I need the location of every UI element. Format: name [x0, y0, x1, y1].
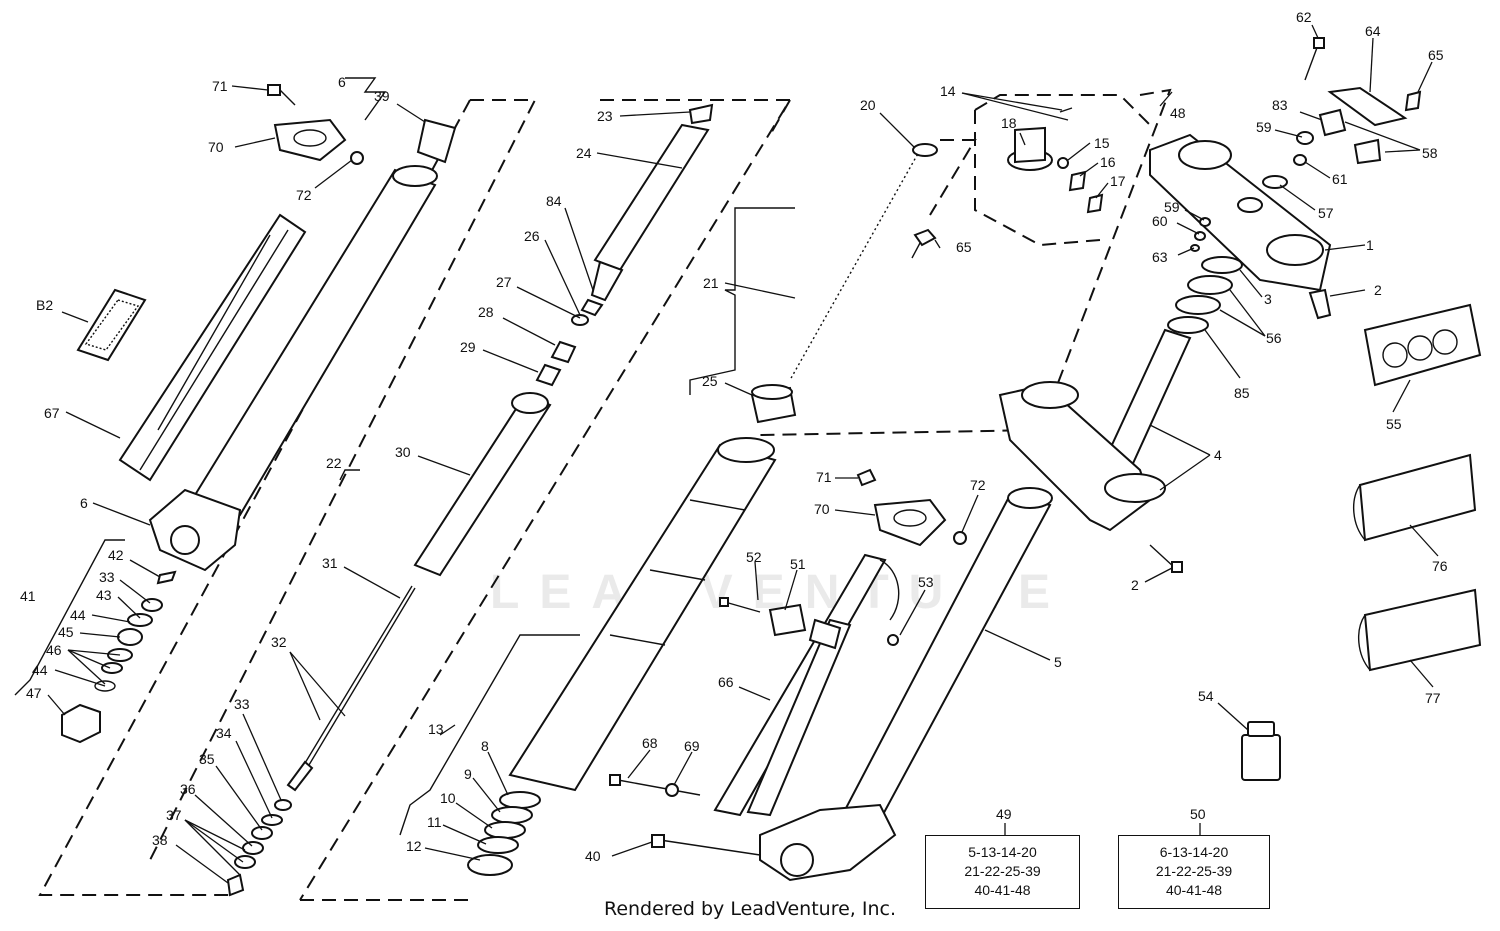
label-6a: 6: [338, 74, 346, 90]
label-85: 85: [1234, 385, 1250, 401]
kit-50-line-2: 21-22-25-39: [1155, 863, 1233, 879]
label-16: 16: [1100, 154, 1116, 170]
label-33b: 33: [234, 696, 250, 712]
label-38: 38: [152, 832, 168, 848]
label-6b: 6: [80, 495, 88, 511]
label-71b: 71: [816, 469, 832, 485]
label-49: 49: [996, 806, 1012, 822]
kit-50-line-3: 40-41-48: [1165, 882, 1223, 898]
label-5: 5: [1054, 654, 1062, 670]
label-53: 53: [918, 574, 934, 590]
label-57: 57: [1318, 205, 1334, 221]
label-59a: 59: [1256, 119, 1272, 135]
label-43: 43: [96, 587, 112, 603]
label-1: 1: [1366, 237, 1374, 253]
label-54: 54: [1198, 688, 1214, 704]
label-40: 40: [585, 848, 601, 864]
label-18: 18: [1001, 115, 1017, 131]
label-67: 67: [44, 405, 60, 421]
label-31: 31: [322, 555, 338, 571]
label-26: 26: [524, 228, 540, 244]
label-33a: 33: [99, 569, 115, 585]
label-66: 66: [718, 674, 734, 690]
label-13: 13: [428, 721, 444, 737]
label-45: 45: [58, 624, 74, 640]
label-28: 28: [478, 304, 494, 320]
label-48: 48: [1170, 105, 1186, 121]
label-22: 22: [326, 455, 342, 471]
label-4: 4: [1214, 447, 1222, 463]
label-72b: 72: [970, 477, 986, 493]
label-42: 42: [108, 547, 124, 563]
label-37: 37: [166, 807, 182, 823]
label-35: 35: [199, 751, 215, 767]
kit-49-line-3: 40-41-48: [974, 882, 1031, 898]
label-56: 56: [1266, 330, 1282, 346]
label-9: 9: [464, 766, 472, 782]
label-11: 11: [427, 814, 442, 830]
label-23: 23: [597, 108, 613, 124]
label-17: 17: [1110, 173, 1126, 189]
label-77: 77: [1425, 690, 1441, 706]
label-15: 15: [1094, 135, 1110, 151]
label-27: 27: [496, 274, 512, 290]
label-14: 14: [940, 83, 956, 99]
label-29: 29: [460, 339, 476, 355]
kit-50-line-1: 6-13-14-20: [1159, 844, 1229, 860]
label-30: 30: [395, 444, 411, 460]
label-2a: 2: [1374, 282, 1382, 298]
label-65b: 65: [1428, 47, 1444, 63]
label-68: 68: [642, 735, 658, 751]
label-39: 39: [374, 88, 390, 104]
label-34: 34: [216, 725, 232, 741]
label-47: 47: [26, 685, 42, 701]
label-44b: 44: [32, 662, 48, 678]
label-2b: 2: [1131, 577, 1139, 593]
label-41: 41: [20, 588, 36, 604]
label-70a: 70: [208, 139, 224, 155]
kit-box-49: 5-13-14-20 21-22-25-39 40-41-48: [925, 835, 1080, 909]
label-50: 50: [1190, 806, 1206, 822]
kit-49-line-1: 5-13-14-20: [968, 844, 1037, 860]
label-10: 10: [440, 790, 456, 806]
label-62: 62: [1296, 9, 1312, 25]
label-52: 52: [746, 549, 762, 565]
kit-49-line-2: 21-22-25-39: [964, 863, 1041, 879]
label-84: 84: [546, 193, 562, 209]
label-58: 58: [1422, 145, 1438, 161]
label-46: 46: [46, 642, 62, 658]
label-20: 20: [860, 97, 876, 113]
label-61: 61: [1332, 171, 1348, 187]
label-8: 8: [481, 738, 489, 754]
label-71a: 71: [212, 78, 228, 94]
label-65a: 65: [956, 239, 972, 255]
label-70b: 70: [814, 501, 830, 517]
label-72a: 72: [296, 187, 312, 203]
label-69: 69: [684, 738, 700, 754]
label-24: 24: [576, 145, 592, 161]
label-25: 25: [702, 373, 718, 389]
label-B2: B2: [36, 297, 53, 313]
label-59b: 59: [1164, 199, 1180, 215]
label-44a: 44: [70, 607, 86, 623]
label-51: 51: [790, 556, 806, 572]
label-21: 21: [703, 275, 719, 291]
label-36: 36: [180, 781, 196, 797]
label-12: 12: [406, 838, 422, 854]
label-83: 83: [1272, 97, 1288, 113]
label-63: 63: [1152, 249, 1168, 265]
footer-credit: Rendered by LeadVenture, Inc.: [603, 898, 897, 920]
label-76: 76: [1432, 558, 1448, 574]
label-64: 64: [1365, 23, 1381, 39]
label-32: 32: [271, 634, 287, 650]
kit-box-50: 6-13-14-20 21-22-25-39 40-41-48: [1118, 835, 1270, 909]
label-55: 55: [1386, 416, 1402, 432]
label-60: 60: [1152, 213, 1168, 229]
label-3: 3: [1264, 291, 1272, 307]
